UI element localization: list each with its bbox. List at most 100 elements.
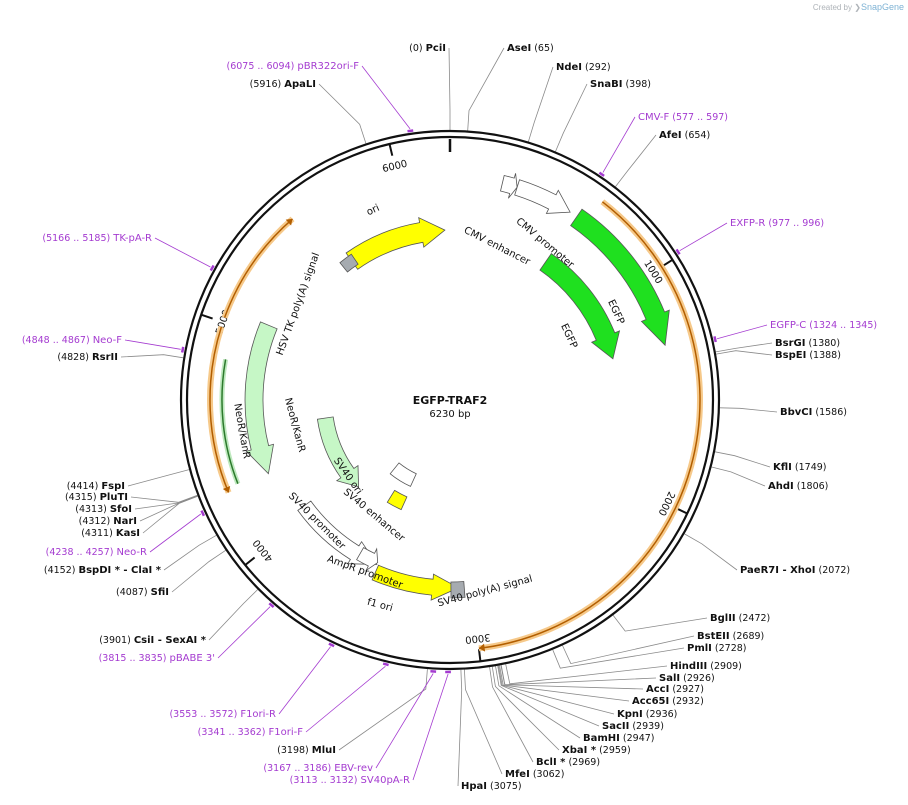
site-leader-line — [142, 495, 198, 534]
primer-label[interactable]: (5166 .. 5185) TK-pA-R — [42, 233, 152, 244]
site-leader-line — [684, 533, 738, 571]
restriction-site-name: BspEI — [775, 350, 806, 361]
restriction-site-position: (1586) — [812, 407, 847, 418]
primer-label[interactable]: CMV-F (577 .. 597) — [638, 112, 728, 123]
restriction-site-name: HindIII — [670, 661, 707, 672]
restriction-site-name: BglII — [710, 613, 736, 624]
credit-label: Created by ❯SnapGene — [813, 2, 904, 12]
restriction-site-label[interactable]: HpaI (3075) — [461, 781, 522, 792]
restriction-site-label[interactable]: AccI (2927) — [646, 684, 704, 695]
restriction-site-label[interactable]: (4414) FspI — [67, 481, 125, 492]
restriction-site-label[interactable]: PaeR7I - XhoI (2072) — [740, 565, 850, 576]
restriction-site-label[interactable]: BglII (2472) — [710, 613, 770, 624]
primer-mark — [200, 510, 206, 517]
site-leader-line — [491, 666, 560, 751]
primer-position: (6075 .. 6094) — [227, 61, 298, 72]
site-leader-line — [498, 665, 615, 715]
restriction-site-label[interactable]: BclI * (2969) — [536, 757, 600, 768]
restriction-site-label[interactable]: BsrGI (1380) — [775, 338, 840, 349]
restriction-site-label[interactable]: BamHI (2947) — [583, 733, 655, 744]
primer-marks — [180, 129, 717, 674]
restriction-site-name: BstEII — [697, 631, 730, 642]
restriction-site-label[interactable]: AseI (65) — [507, 43, 554, 54]
primer-name: pBR322ori-F — [297, 61, 359, 72]
site-labels: (0) PciI AseI (65)NdeI (292) SnaBI (398) Af… — [44, 43, 850, 792]
restriction-site-position: (1749) — [792, 462, 827, 473]
restriction-site-label[interactable]: BstEII (2689) — [697, 631, 764, 642]
restriction-site-label[interactable]: Acc65I (2932) — [632, 696, 704, 707]
restriction-site-label[interactable]: XbaI * (2959) — [562, 745, 631, 756]
restriction-site-name: PciI — [426, 43, 446, 54]
restriction-site-label[interactable]: PmlI (2728) — [687, 643, 747, 654]
site-leader-line — [615, 134, 657, 187]
restriction-site-label[interactable]: (4828) RsrII — [57, 352, 118, 363]
restriction-site-label[interactable]: (4311) KasI — [81, 528, 140, 539]
primer-name: EXFP-R — [730, 218, 765, 229]
primer-name: EBV-rev — [334, 763, 373, 774]
primer-label[interactable]: (4238 .. 4257) Neo-R — [46, 547, 147, 558]
ori-label: ori — [365, 203, 381, 218]
restriction-site-name: PaeR7I - XhoI — [740, 565, 816, 576]
restriction-site-position: (4087) — [116, 587, 151, 598]
primer-labels: (6075 .. 6094) pBR322ori-F CMV-F (577 .. … — [22, 61, 877, 786]
restriction-site-name: KflI — [773, 462, 792, 473]
restriction-site-position: (2932) — [669, 696, 704, 707]
restriction-site-position: (5916) — [250, 79, 285, 90]
scale-tick-label: 6000 — [381, 159, 408, 176]
site-leader-line — [562, 635, 695, 665]
restriction-site-position: (2947) — [620, 733, 655, 744]
plasmid-length: 6230 bp — [429, 409, 470, 420]
restriction-site-name: AseI — [507, 43, 531, 54]
restriction-site-label[interactable]: KflI (1749) — [773, 462, 827, 473]
sv40-promoter-arrow — [297, 500, 378, 565]
primer-label[interactable]: EXFP-R (977 .. 996) — [730, 218, 824, 229]
primer-label[interactable]: EGFP-C (1324 .. 1345) — [770, 320, 877, 331]
hsv-tk-polya-arrow — [339, 253, 359, 273]
restriction-site-label[interactable]: (4315) PluTI — [65, 492, 128, 503]
restriction-site-label[interactable]: (4312) NarI — [79, 516, 137, 527]
site-leader-line — [499, 665, 630, 702]
site-leader-line — [338, 669, 428, 751]
restriction-site-label[interactable]: (4313) SfoI — [75, 504, 132, 515]
primer-label[interactable]: (3815 .. 3835) pBABE 3' — [99, 653, 215, 664]
primer-name: CMV-F — [638, 112, 669, 123]
orf-arrowhead — [285, 218, 293, 226]
restriction-site-label[interactable]: BbvCI (1586) — [780, 407, 847, 418]
primer-label[interactable]: (3553 .. 3572) F1ori-R — [169, 709, 276, 720]
leader-lines — [120, 47, 778, 787]
site-leader-line — [171, 549, 226, 593]
feature-arrows — [244, 173, 670, 601]
primer-position: (3167 .. 3186) — [263, 763, 334, 774]
primer-label[interactable]: (4848 .. 4867) Neo-F — [22, 335, 122, 346]
restriction-site-label[interactable]: NdeI (292) — [556, 62, 611, 73]
restriction-site-label[interactable]: (5916) ApaLI — [250, 79, 316, 90]
primer-label[interactable]: (3341 .. 3362) F1ori-F — [198, 727, 304, 738]
orf-arcs — [207, 199, 703, 652]
restriction-site-label[interactable]: (4087) SfiI — [116, 587, 169, 598]
restriction-site-label[interactable]: MfeI (3062) — [505, 769, 564, 780]
site-leader-line — [134, 495, 198, 510]
primer-leader-line — [679, 222, 728, 252]
primer-label[interactable]: (3113 .. 3132) SV40pA-R — [290, 775, 410, 786]
restriction-site-label[interactable]: SalI (2926) — [659, 673, 715, 684]
restriction-site-label[interactable]: BspEI (1388) — [775, 350, 841, 361]
restriction-site-label[interactable]: HindIII (2909) — [670, 661, 742, 672]
snapgene-logo-icon: ❯ — [854, 3, 861, 12]
restriction-site-label[interactable]: KpnI (2936) — [617, 709, 677, 720]
restriction-site-label[interactable]: AfeI (654) — [659, 130, 710, 141]
neo-inner-label: NeoR/KanR — [282, 397, 307, 454]
restriction-site-label[interactable]: (3198) MluI — [277, 745, 336, 756]
restriction-site-label[interactable]: AhdI (1806) — [768, 481, 828, 492]
restriction-site-label[interactable]: SacII (2939) — [602, 721, 664, 732]
restriction-site-label[interactable]: SnaBI (398) — [590, 79, 651, 90]
restriction-site-label[interactable]: (0) PciI — [409, 43, 446, 54]
primer-label[interactable]: (3167 .. 3186) EBV-rev — [263, 763, 373, 774]
restriction-site-label[interactable]: (3901) CsiI - SexAI * — [99, 635, 207, 646]
restriction-site-label[interactable]: (4152) BspDI * - ClaI * — [44, 565, 162, 576]
scale-tick — [388, 143, 394, 156]
sv40-promoter-label: SV40 promoter — [286, 491, 348, 553]
restriction-site-name: HpaI — [461, 781, 487, 792]
orf-arc — [478, 201, 701, 650]
primer-label[interactable]: (6075 .. 6094) pBR322ori-F — [227, 61, 360, 72]
scale-tick — [661, 258, 674, 268]
